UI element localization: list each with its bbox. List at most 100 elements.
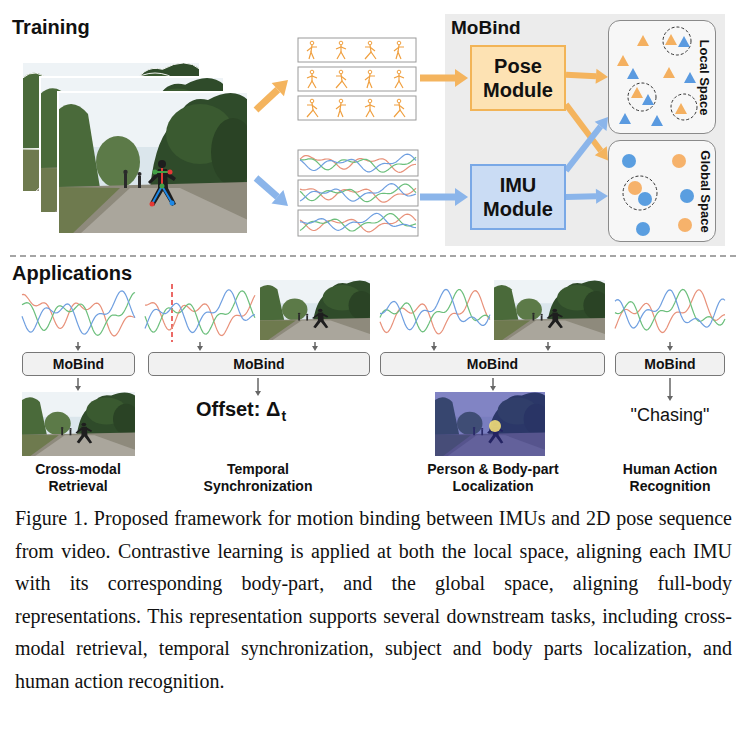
imu-signal (300, 184, 416, 202)
pose-joint (310, 99, 314, 103)
pose-bone (365, 52, 376, 59)
imu-strip (298, 180, 418, 206)
imu-signal (22, 291, 135, 334)
node-text: IMU Module (476, 173, 560, 221)
pose-bone (396, 52, 401, 59)
pose-joint (397, 70, 401, 74)
pose-bone (365, 47, 375, 51)
input-video (494, 280, 609, 340)
imu-signal (300, 213, 416, 230)
pose-bone (394, 47, 404, 51)
imu-signal (145, 290, 255, 333)
pose-bone (307, 110, 318, 117)
flow-arrow (420, 194, 455, 201)
pose-embedding (663, 67, 675, 78)
mobind-box: MoBind (148, 352, 370, 376)
arrow-head (312, 346, 318, 351)
section-heading: Training (12, 15, 90, 39)
subscript: t (281, 408, 286, 425)
pose-embedding (651, 115, 663, 126)
pose-bone (307, 47, 317, 51)
imu-signal (380, 289, 490, 329)
pose-bone (394, 110, 405, 117)
application-name: Human Action Recognition (614, 461, 726, 495)
pose-embedding (678, 36, 690, 47)
application-name: Person & Body-part Localization (393, 461, 593, 495)
pose-bone (366, 110, 374, 117)
pose-bone (309, 52, 314, 59)
imu-embedding (680, 189, 694, 203)
arrow-head (490, 386, 496, 391)
frame-border (58, 92, 248, 234)
sync-marker (171, 284, 173, 342)
imu-signal (300, 154, 416, 172)
pose-embedding (684, 72, 696, 83)
node-text: MoBind (644, 356, 695, 372)
flow-arrow (492, 378, 494, 386)
pose-bone (338, 110, 343, 117)
flow-arrow (547, 342, 549, 346)
imu-embedding (636, 222, 650, 236)
pose-strip (298, 67, 416, 91)
pose-joint (310, 41, 314, 45)
pose-bone (307, 105, 317, 109)
pair-ring (628, 83, 656, 111)
flow-arrow (420, 75, 455, 82)
connector (566, 104, 608, 160)
node-text: Local Space (698, 39, 713, 115)
node-text: MoBind (467, 356, 518, 372)
imu-strip (298, 150, 418, 176)
pose-strip (298, 38, 416, 62)
node-text: MoBind (451, 17, 521, 39)
arrow-head (455, 188, 468, 206)
mobind-box: MoBind (22, 352, 135, 376)
arrow-head (75, 346, 81, 351)
mobind-box: MoBind (615, 352, 725, 376)
arrow-head (197, 346, 203, 351)
pose-joint (339, 70, 343, 74)
local-space: Local Space (608, 20, 716, 134)
imu-embedding (638, 192, 652, 206)
imu-signal (22, 292, 135, 335)
pose-embedding (675, 103, 687, 114)
flow-arrow (199, 342, 201, 346)
node-text: Pose Module (476, 54, 560, 102)
mobind-box: MoBind (380, 352, 605, 376)
imu-embedding (622, 154, 636, 168)
pose-strip (298, 96, 416, 120)
imu-signal (615, 290, 725, 333)
node-text: MoBind (53, 356, 104, 372)
pose-bone (341, 74, 342, 81)
imu-signal (615, 290, 725, 328)
pose-joint (368, 41, 372, 45)
arrow-head (667, 346, 673, 351)
node-text: Global Space (697, 150, 712, 232)
pose-embedding (665, 34, 677, 45)
flow-arrow (669, 378, 671, 396)
pair-ring (663, 27, 691, 55)
flow-arrow (77, 378, 79, 386)
imu-signal (145, 295, 255, 335)
flow-arrow (433, 342, 435, 346)
pose-bone (337, 52, 345, 59)
arrow-head (596, 189, 608, 204)
connector (566, 117, 608, 171)
mobind-panel: MoBindPose Module Local SpaceIMU Module Gl… (445, 14, 725, 246)
flow-arrow (257, 378, 259, 391)
pose-embedding (619, 113, 631, 124)
connector-line (566, 126, 601, 170)
video-frame (58, 92, 255, 234)
pose-joint (339, 41, 343, 45)
pose-joint (368, 70, 372, 74)
pose-bone (399, 103, 400, 110)
flow-arrow (256, 90, 278, 110)
connector (566, 189, 608, 204)
connector-line (566, 75, 596, 77)
input-video (260, 280, 374, 340)
flow-arrow (77, 342, 79, 346)
imu-module: IMU Module (470, 164, 566, 230)
arrow-head (255, 391, 261, 396)
pose-bone (367, 81, 372, 88)
pose-bone (395, 81, 403, 88)
pose-embedding (627, 68, 639, 79)
